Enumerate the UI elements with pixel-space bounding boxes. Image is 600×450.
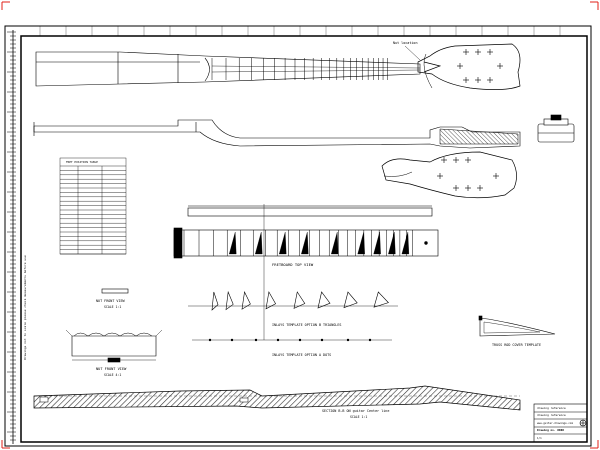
- truss-rod-cover: [478, 315, 556, 337]
- fretboard-inlay: [331, 231, 339, 255]
- headstock-perspective: [381, 151, 517, 199]
- left-ruler: [7, 30, 16, 444]
- bridge-front-scale: SCALE 4:1: [104, 373, 121, 377]
- inlay-triangle: [373, 291, 389, 308]
- side-note: Drawings not to scale please check measu…: [23, 255, 27, 360]
- fretboard-inlay: [401, 231, 410, 255]
- title-row-1: drawing reference: [537, 406, 566, 410]
- fretboard-inlay: [255, 231, 263, 255]
- inlay-triangle: [225, 290, 234, 311]
- nut-front-scale: SCALE 1:1: [104, 305, 121, 309]
- fretboard-view-label: FRETBOARD TOP VIEW: [272, 262, 314, 267]
- headstock-side-hatch: [439, 128, 519, 145]
- tuner-pegs-top: [457, 49, 503, 83]
- nut-front-large: [65, 329, 163, 363]
- top-ticks: [39, 26, 561, 36]
- inlay-template-b-label: INLAYS TEMPLATE OPTION A DOTS: [272, 353, 331, 357]
- section-b-b: [33, 385, 521, 411]
- inlay-triangle: [211, 291, 219, 311]
- bridge-front-label: NUT FRONT VIEW: [96, 367, 127, 371]
- truss-rod-cover-label: TRUSS ROD COVER TEMPLATE: [492, 343, 541, 347]
- fret-table-title: FRET POSITION TABLE: [66, 160, 98, 164]
- fretboard-inlay: [388, 231, 396, 255]
- title-site: www.guitar-drawings.com: [537, 421, 573, 425]
- fret-position-table: [59, 157, 127, 255]
- nut-note: Nut location: [393, 41, 418, 45]
- inlay-triangle: [265, 291, 277, 310]
- section-title: SECTION B-B ON guitar Center line: [322, 409, 389, 413]
- inlay-triangle: [343, 291, 358, 309]
- tuner-pegs-perspective: [437, 157, 499, 191]
- inlay-triangle: [317, 291, 331, 309]
- fretboard-inlay: [279, 231, 287, 255]
- title-sheet: 1/1: [537, 436, 542, 440]
- headstock-top: [417, 43, 521, 90]
- fretboard-inlay: [357, 231, 365, 255]
- fretboard-top-view: [173, 204, 439, 340]
- nut-front-label: NUT FRONT VIEW: [96, 299, 126, 303]
- fretboard-inlay: [373, 231, 381, 255]
- fretboard-inlay: [229, 231, 237, 255]
- tuner-detail: [537, 114, 575, 143]
- title-sheet-no: Drawing no. 0000: [537, 428, 564, 432]
- title-row-2: drawing reference: [537, 413, 566, 417]
- inlay-triangle: [241, 290, 251, 310]
- section-scale: SCALE 1:1: [350, 415, 367, 419]
- neck-top-view: [35, 51, 421, 87]
- inlay-template-a-label: INLAYS TEMPLATE OPTION B TRIANGLES: [272, 323, 341, 327]
- inlay-triangles: [211, 290, 389, 311]
- fretboard-inlay: [301, 231, 309, 255]
- nut-leader: [404, 45, 421, 61]
- outer-border: [4, 25, 592, 447]
- inner-border: [20, 35, 588, 443]
- nut-front-small: [101, 288, 129, 294]
- title-block: [533, 403, 588, 443]
